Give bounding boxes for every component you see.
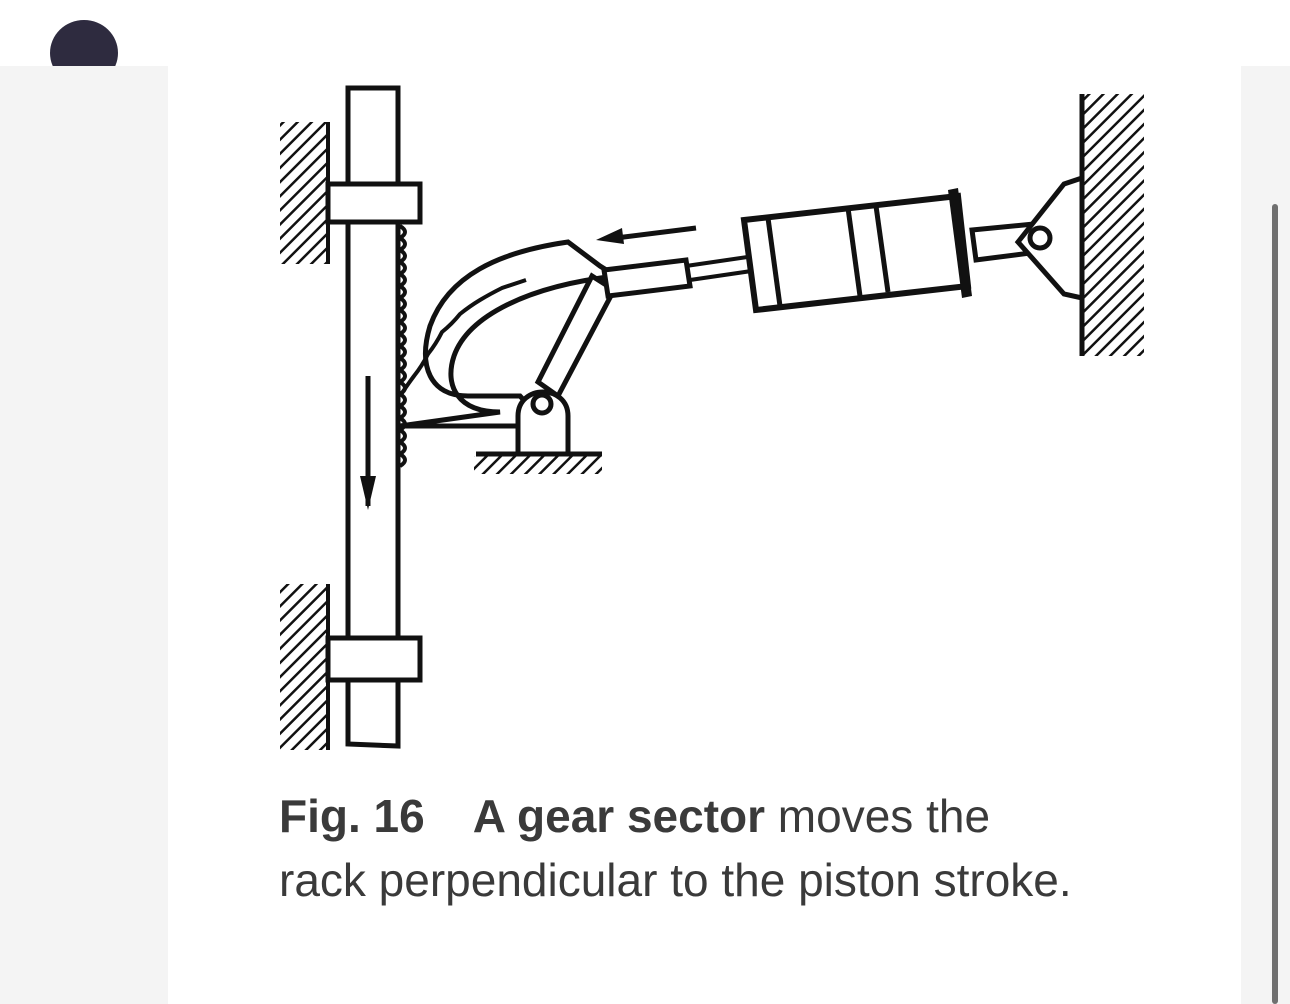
- wall-hatch-upper-left: [280, 122, 328, 264]
- rack-bar: [345, 85, 401, 749]
- avatar-container[interactable]: [40, 0, 130, 66]
- document-content: Fig. 16 A gear sector moves the rack perp…: [168, 66, 1241, 1004]
- wall-hatch-right: [1084, 94, 1144, 356]
- scrollbar-thumb[interactable]: [1272, 204, 1278, 1004]
- caption-text-line2: rack perpendicular to the piston stroke.: [279, 854, 1072, 906]
- caption-bold-term: A gear sector: [472, 790, 766, 842]
- top-bar: [0, 0, 1290, 66]
- right-margin-panel: [1241, 66, 1290, 1004]
- caption-figure-number: Fig. 16: [279, 790, 425, 842]
- figure-caption: Fig. 16 A gear sector moves the rack perp…: [279, 784, 1179, 912]
- avatar[interactable]: [50, 20, 118, 66]
- sector-link-arm: [534, 272, 618, 400]
- ground-hatch: [474, 456, 602, 474]
- caption-text-line1: moves the: [765, 790, 991, 842]
- rack-teeth: [396, 224, 407, 468]
- gear-sector-illustration: [280, 85, 1144, 750]
- sector-teeth: [398, 278, 527, 398]
- wall-hatch-lower-left: [280, 584, 328, 750]
- left-margin-panel: [0, 66, 168, 1004]
- pivot-support: [515, 389, 571, 457]
- lower-guide-block: [325, 635, 423, 683]
- upper-guide-block: [325, 181, 423, 225]
- piston-rod: [601, 257, 693, 299]
- piston-direction-arrow: [615, 225, 697, 241]
